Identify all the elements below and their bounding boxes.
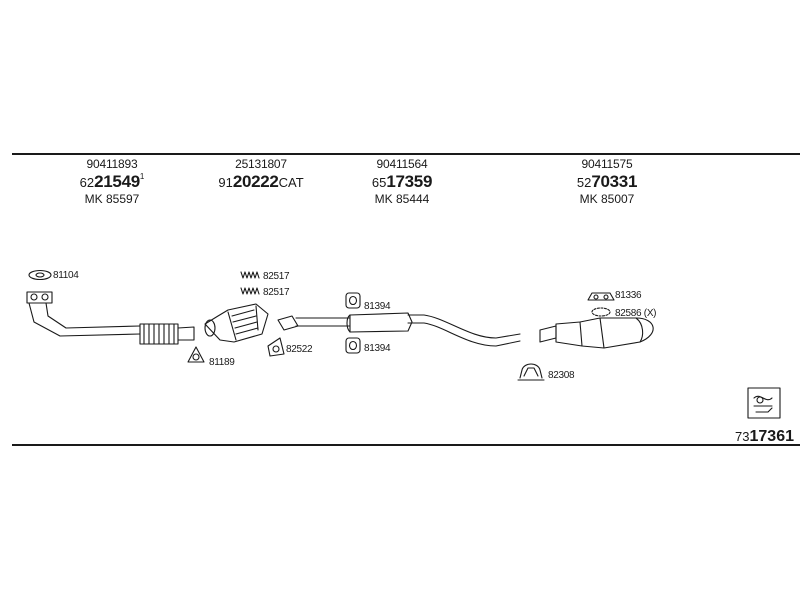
oem-number: 90411893 — [86, 157, 138, 171]
clamp-icon[interactable] — [240, 271, 260, 279]
front-pipe-icon[interactable] — [26, 291, 195, 345]
flange-gasket-icon[interactable] — [267, 337, 285, 357]
label-gasket-81104: 81104 — [53, 270, 79, 281]
oem-number: 90411575 — [581, 157, 633, 171]
label-clamp-82517: 82517 — [263, 271, 290, 282]
middle-silencer-icon[interactable] — [277, 312, 521, 347]
assembly-rear-silencer[interactable]: 90411575 5270331 MK 85007 — [552, 158, 662, 205]
label-hanger-81394: 81394 — [364, 343, 391, 354]
part-number: 62215491 — [79, 172, 145, 191]
part-number: 5270331 — [576, 172, 638, 191]
label-gasket-81189: 81189 — [209, 357, 235, 368]
u-clamp-icon[interactable] — [517, 363, 545, 381]
rear-silencer-icon[interactable] — [539, 317, 654, 349]
part-number: 6517359 — [371, 172, 433, 191]
hanger-bracket-icon[interactable] — [587, 292, 615, 301]
assembly-catalyst[interactable]: 25131807 9120222CAT MK 85444 — [196, 158, 326, 205]
mounting-kit: MK 85444 — [374, 192, 430, 206]
triangle-gasket-icon[interactable] — [187, 346, 205, 363]
label-ring-82586: 82586 (X) — [615, 308, 657, 319]
assembly-middle-silencer[interactable]: 90411564 6517359 MK 85444 — [352, 158, 452, 205]
seal-ring-icon[interactable] — [591, 307, 611, 317]
catalogue-symbol-icon — [747, 387, 781, 419]
oem-number: 25131807 — [235, 157, 287, 171]
rubber-hanger-icon[interactable] — [345, 292, 361, 309]
rubber-hanger-icon[interactable] — [345, 337, 361, 354]
assembly-front-pipe[interactable]: 90411893 62215491 MK 85597 — [62, 158, 162, 205]
bottom-divider — [12, 444, 800, 446]
label-gasket-82522: 82522 — [286, 344, 313, 355]
label-clamp-82308: 82308 — [548, 370, 575, 381]
mounting-kit: MK 85007 — [579, 192, 635, 206]
top-divider — [12, 153, 800, 155]
label-clamp-82517: 82517 — [263, 287, 290, 298]
gasket-icon[interactable] — [28, 269, 52, 281]
catalytic-converter-icon[interactable] — [204, 303, 269, 343]
clamp-icon[interactable] — [240, 287, 260, 295]
part-number: 9120222CAT — [218, 172, 304, 191]
diagram-number: 7317361 — [735, 428, 794, 445]
label-hanger-81394: 81394 — [364, 301, 391, 312]
mounting-kit: MK 85597 — [84, 192, 140, 206]
oem-number: 90411564 — [376, 157, 428, 171]
label-hanger-81336: 81336 — [615, 290, 642, 301]
